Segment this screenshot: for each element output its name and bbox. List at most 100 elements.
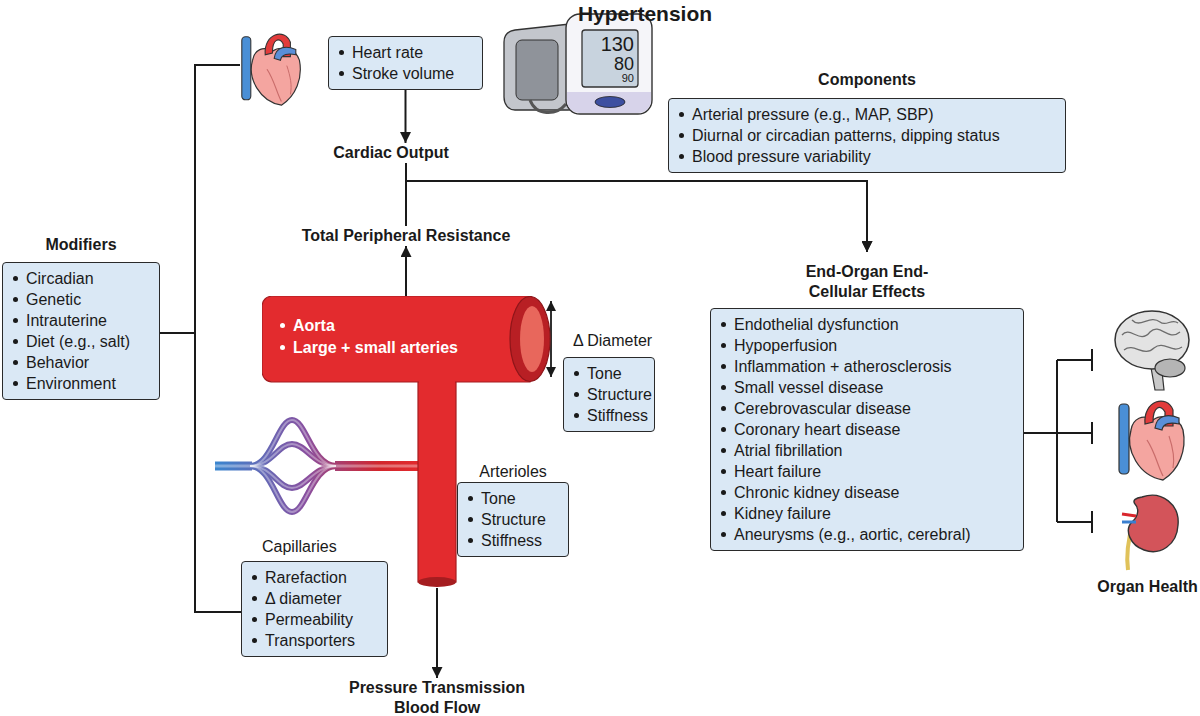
bullet-item: Blood pressure variability — [679, 146, 1059, 167]
modifiers-box: ModifiersCircadianGeneticIntrauterineDie… — [2, 235, 160, 400]
bullet-item: Structure — [468, 509, 562, 530]
capillaries-box: CapillariesRarefactionΔ diameterPermeabi… — [241, 537, 388, 657]
aorta-opening — [510, 297, 550, 382]
node-text: Cardiac Output — [311, 143, 471, 163]
node-heading: Components — [668, 70, 1066, 90]
bracket-line — [1056, 360, 1058, 522]
monitor-reading: 90 — [584, 72, 634, 85]
capillary — [250, 444, 336, 466]
bullet-item: Coronary heart disease — [721, 419, 1017, 440]
box-outline: Heart rateStroke volume — [328, 36, 483, 90]
cuff-band — [516, 40, 558, 100]
bullet-item: Diurnal or circadian patterns, dipping s… — [679, 125, 1059, 146]
monitor-base — [567, 92, 651, 113]
capillary-lumen — [250, 466, 336, 512]
gyrus — [1124, 345, 1182, 351]
connector-arrow — [405, 246, 407, 296]
bullet-item: Intrauterine — [13, 310, 153, 331]
diameter-box: Δ DiameterToneStructureStiffness — [563, 331, 663, 432]
brain-illustration — [1115, 311, 1189, 390]
monitor-reading: 80 — [584, 54, 634, 75]
capillary — [250, 466, 336, 512]
cuff-tube — [530, 100, 566, 113]
bullet-item: Hypoperfusion — [721, 335, 1017, 356]
bullet-item: Aorta — [280, 315, 458, 337]
node-heading: Arterioles — [457, 462, 569, 482]
bracket-line — [195, 65, 240, 333]
connector-arrow — [405, 90, 407, 143]
renal-artery — [1122, 514, 1136, 516]
cerebellum — [1155, 359, 1185, 377]
bullet-item: Aneurysms (e.g., aortic, cerebral) — [721, 524, 1017, 545]
bullet-item: Behavior — [13, 352, 153, 373]
node-heading: End-Organ End-Cellular Effects — [782, 252, 952, 302]
aorta-lumen — [520, 306, 544, 372]
bullet-item: Transporters — [252, 630, 381, 651]
monitor-button — [595, 97, 625, 108]
components-box: ComponentsArterial pressure (e.g., MAP, … — [668, 70, 1066, 173]
bullet-item: Stiffness — [574, 405, 648, 426]
artery-end — [418, 577, 456, 587]
bullet-item: Structure — [574, 384, 648, 405]
box-outline: ToneStructureStiffness — [457, 482, 569, 557]
bullet-item: Stroke volume — [339, 63, 476, 84]
bullet-item: Heart rate — [339, 42, 476, 63]
monitor-screen — [582, 30, 638, 87]
heart-illustration — [1119, 401, 1184, 480]
box-outline: Arterial pressure (e.g., MAP, SBP)Diurna… — [668, 98, 1066, 173]
node-text: Pressure Transmission Blood Flow — [337, 678, 537, 716]
aorta-tube — [262, 296, 530, 382]
bullet-item: Inflammation + atherosclerosis — [721, 356, 1017, 377]
connector-arrow — [160, 333, 241, 612]
artery-text: AortaLarge + small arteries — [280, 315, 458, 359]
bullet-item: Kidney failure — [721, 503, 1017, 524]
artery-trunk — [418, 356, 456, 582]
kidney-illustration — [1122, 495, 1178, 570]
bp-monitor — [504, 14, 652, 114]
section-label: Organ Health — [1095, 578, 1200, 596]
diagram-title: Hypertension — [545, 2, 745, 26]
gyrus — [1122, 329, 1180, 336]
bullet-item: Endothelial dysfunction — [721, 314, 1017, 335]
artery-junction — [419, 376, 455, 388]
bullet-item: Rarefaction — [252, 567, 381, 588]
box-outline: ToneStructureStiffness — [563, 357, 655, 432]
flow-label: Pressure Transmission Blood Flow — [337, 678, 537, 716]
box-outline: Endothelial dysfunctionHypoperfusionInfl… — [710, 308, 1024, 551]
inhibition-bar — [1057, 511, 1092, 533]
capillary-network — [215, 420, 430, 512]
box-outline: RarefactionΔ diameterPermeabilityTranspo… — [241, 561, 388, 657]
monitor-reading: 130 — [584, 33, 634, 56]
capillary-lumen — [250, 444, 336, 466]
inhibition-bar — [1057, 349, 1092, 371]
node-heading: Modifiers — [2, 235, 160, 255]
bullet-item: Stiffness — [468, 530, 562, 551]
organ-bracket — [1024, 349, 1092, 533]
resistance-label: Total Peripheral Resistance — [276, 226, 536, 246]
bullet-item: Large + small arteries — [280, 337, 458, 359]
box-outline: CircadianGeneticIntrauterineDiet (e.g., … — [2, 262, 160, 400]
bullet-item: Chronic kidney disease — [721, 482, 1017, 503]
bracket-line — [1024, 432, 1057, 434]
heart-illustration — [242, 34, 301, 105]
input-box: Heart rateStroke volume — [328, 36, 483, 90]
node-heading: Δ Diameter — [563, 331, 663, 351]
bullet-item: Circadian — [13, 268, 153, 289]
bullet-item: Small vessel disease — [721, 377, 1017, 398]
vessel-lumen — [215, 465, 430, 468]
capillary — [250, 466, 336, 488]
inhibition-bar — [1057, 422, 1092, 444]
bullet-item: Environment — [13, 373, 153, 394]
bullet-item: Tone — [468, 488, 562, 509]
arterioles-box: ArteriolesToneStructureStiffness — [457, 462, 569, 557]
renal-vein — [1122, 521, 1136, 524]
bullet-item: Atrial fibrillation — [721, 440, 1017, 461]
capillary — [250, 420, 336, 466]
gyrus — [1132, 320, 1178, 324]
connector-arrow — [436, 588, 438, 678]
bullet-item: Genetic — [13, 289, 153, 310]
effects-box: End-Organ End-Cellular EffectsEndothelia… — [710, 252, 1024, 551]
bullet-item: Diet (e.g., salt) — [13, 331, 153, 352]
monitor-body — [566, 14, 652, 114]
